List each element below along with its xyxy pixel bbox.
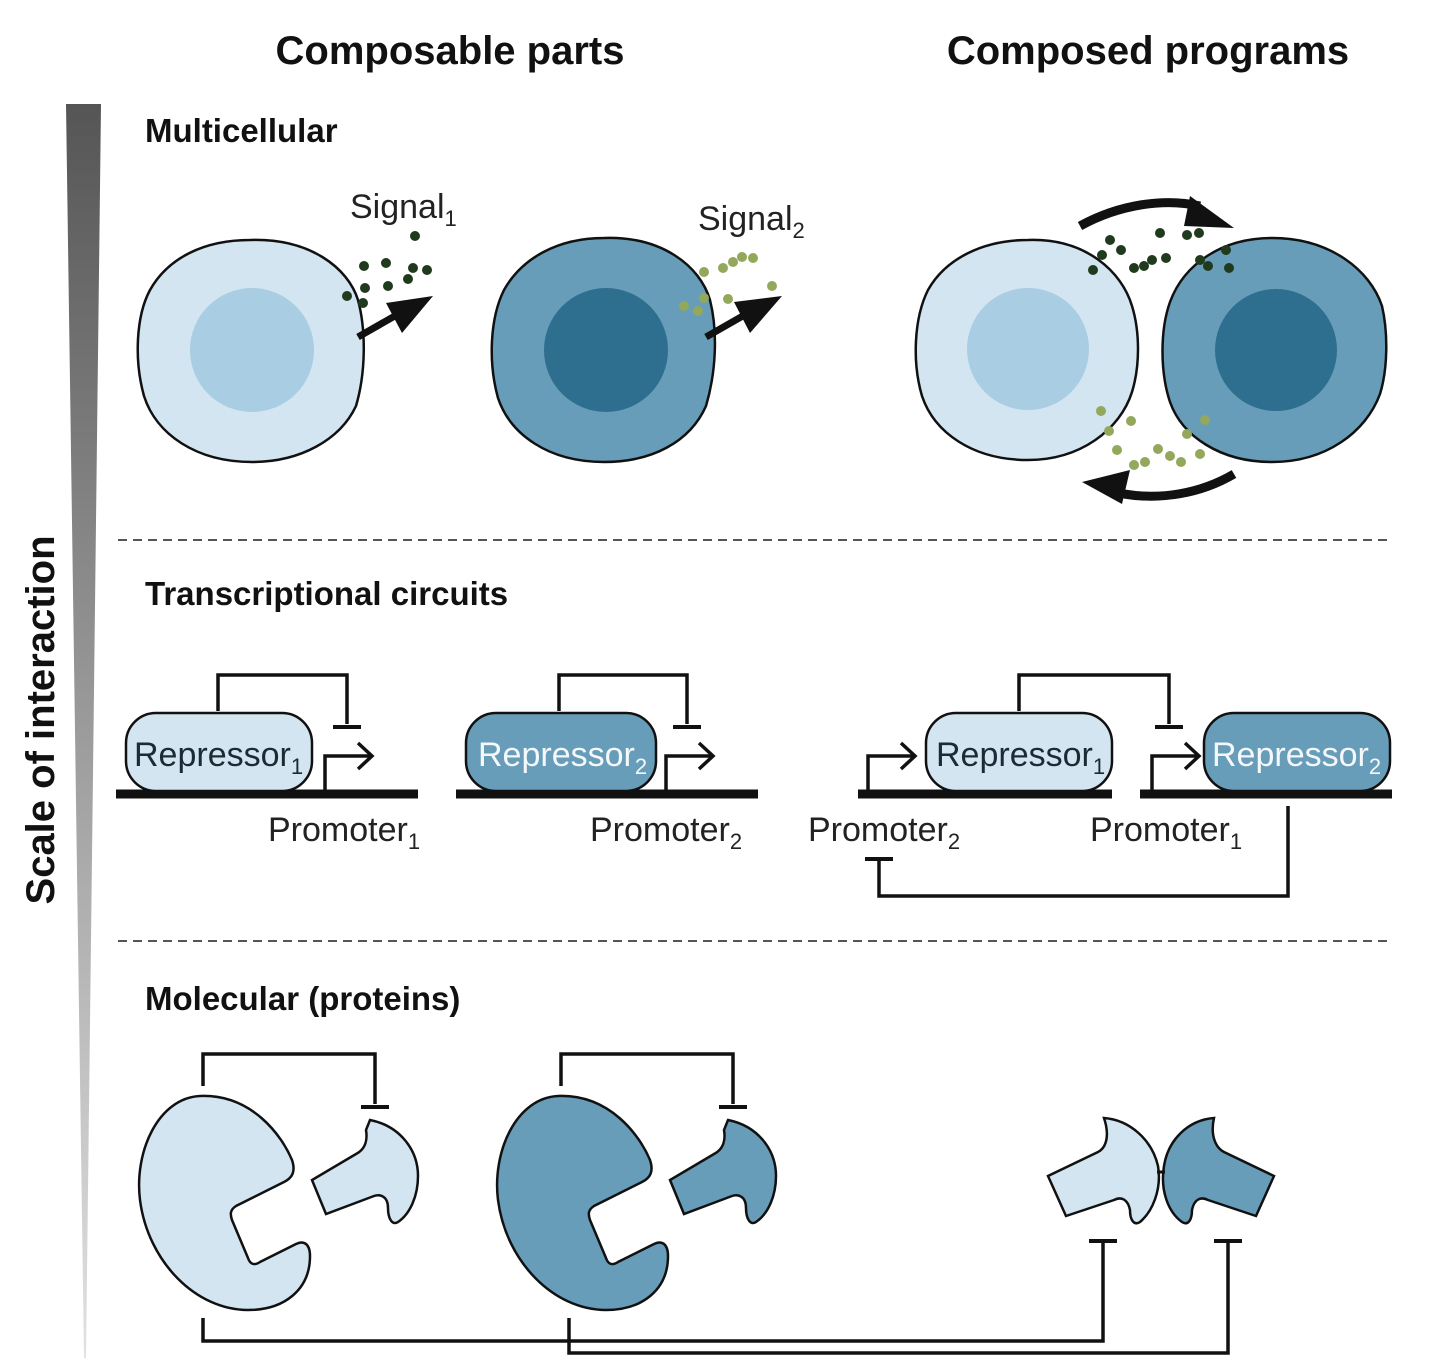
protein-1-light — [137, 1094, 312, 1312]
section-title-molecular: Molecular (proteins) — [145, 980, 460, 1017]
cross-repression-line-2 — [567, 1243, 1230, 1355]
composed-promoter-2-arrowhead-icon — [899, 741, 918, 771]
ligand-1-light — [310, 1118, 420, 1225]
signal-1-dots — [342, 231, 432, 308]
composed-repressor-1-label: Repressor1 — [936, 736, 1105, 779]
composed-promoter-2-label: Promoter2 — [808, 811, 960, 854]
cell-1-nucleus — [190, 288, 314, 412]
protein-2-dark — [495, 1094, 670, 1312]
right-column-title: Composed programs — [947, 29, 1349, 73]
dimer-right-half — [1161, 1116, 1276, 1225]
composed-promoter-1-arrow — [1150, 754, 1197, 790]
dimer-left-half — [1046, 1116, 1161, 1225]
composed-dimer — [1046, 1116, 1276, 1225]
signal-1-label: Signal1 — [350, 188, 457, 231]
composed-repressor-2-box — [1202, 711, 1392, 793]
secretion-arrow-1 — [356, 296, 433, 341]
repressor-2-box — [464, 711, 658, 793]
repressor-2-label: Repressor2 — [478, 736, 647, 779]
section-title-transcriptional: Transcriptional circuits — [145, 575, 508, 612]
composed-repressor-1-box — [924, 711, 1114, 793]
exchange-arrow-top — [1077, 196, 1234, 230]
composed-promoter-1-label: Promoter1 — [1090, 811, 1242, 854]
circuit-part-1: Repressor1 Promoter1 — [116, 673, 420, 854]
secretion-arrow-2 — [704, 296, 782, 341]
cross-repression-line-1 — [201, 1243, 1105, 1343]
signal-2-dots — [679, 252, 777, 316]
composed-dark-nucleus — [1215, 289, 1337, 411]
self-repression-line-protein-2 — [559, 1052, 735, 1104]
composed-circuit: Repressor1 Repressor2 Promoter2 Promoter… — [808, 673, 1392, 898]
scale-wedge — [66, 104, 101, 1358]
exchange-arrow-bottom — [1082, 470, 1237, 504]
composed-light-nucleus — [967, 288, 1089, 410]
repression-line-2 — [557, 673, 689, 724]
composed-repression-line-1 — [1017, 673, 1171, 724]
left-column-title: Composable parts — [276, 29, 625, 73]
promoter-1-arrowhead-icon — [356, 741, 375, 771]
promoter-1-label: Promoter1 — [268, 811, 420, 854]
section-title-multicellular: Multicellular — [145, 112, 338, 149]
composed-repression-line-2 — [877, 806, 1290, 898]
repression-line-1 — [216, 673, 349, 724]
repressor-1-box — [124, 711, 314, 793]
composed-signal-2-dots — [1096, 406, 1210, 470]
self-repression-line-protein-1 — [201, 1052, 377, 1104]
composed-promoter-2-arrow — [866, 754, 913, 790]
ligand-2-dark — [668, 1118, 778, 1225]
cell-1-light — [136, 238, 366, 464]
promoter-1-arrow — [323, 754, 370, 790]
promoter-2-arrowhead-icon — [697, 741, 716, 771]
composed-cell-light — [914, 238, 1140, 462]
cell-2-nucleus — [544, 288, 668, 412]
scale-axis-label: Scale of interaction — [19, 536, 63, 905]
composed-cell-dark — [1161, 236, 1388, 464]
cell-2-dark — [490, 236, 717, 464]
composed-promoter-1-arrowhead-icon — [1183, 741, 1202, 771]
composed-signal-1-dots — [1088, 228, 1234, 275]
promoter-2-label: Promoter2 — [590, 811, 742, 854]
repressor-1-label: Repressor1 — [134, 736, 303, 779]
composed-repressor-2-label: Repressor2 — [1212, 736, 1381, 779]
circuit-part-2: Repressor2 Promoter2 — [456, 673, 758, 854]
promoter-2-arrow — [664, 754, 711, 790]
signal-2-label: Signal2 — [698, 200, 805, 243]
